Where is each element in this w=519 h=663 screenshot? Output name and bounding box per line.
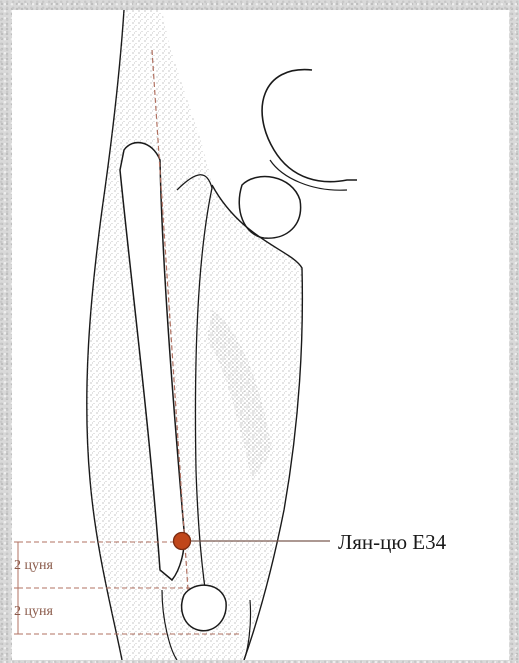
patella [182, 585, 226, 631]
pelvis-curve [262, 70, 357, 182]
illustration-panel: Лян-цю E34 2 цуня 2 цуня [12, 10, 509, 660]
measurement-label-lower: 2 цуня [14, 604, 53, 619]
thigh-muscle [87, 10, 302, 660]
acupoint-marker[interactable] [174, 533, 191, 550]
leg-anatomy-diagram: Лян-цю E34 2 цуня 2 цуня [12, 10, 509, 660]
acupoint-label: Лян-цю E34 [338, 530, 447, 554]
measurement-label-upper: 2 цуня [14, 558, 53, 573]
